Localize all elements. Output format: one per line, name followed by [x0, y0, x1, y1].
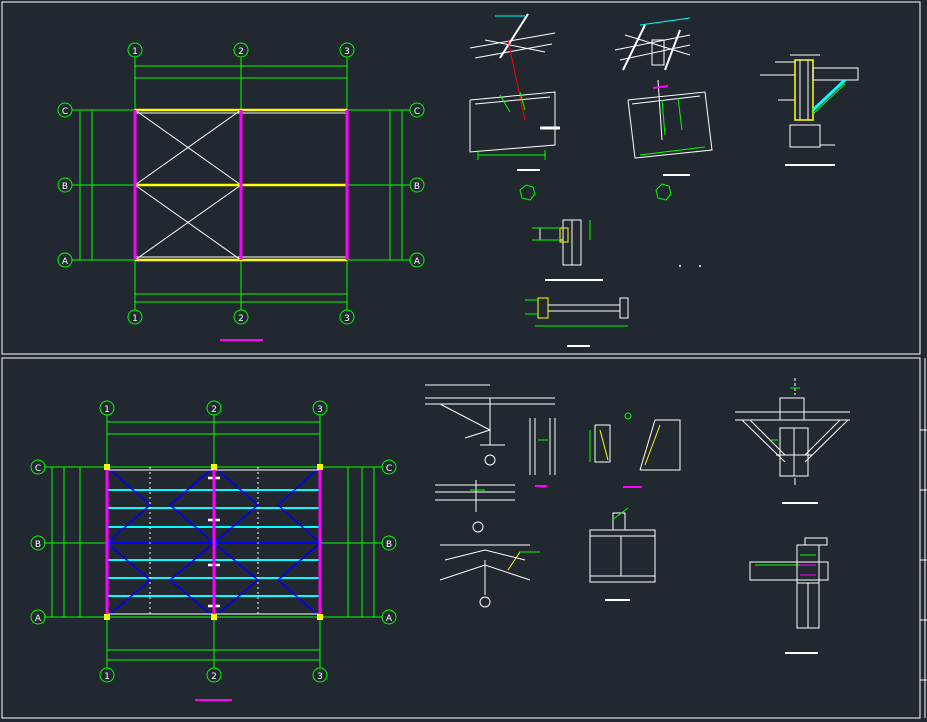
axis-bubble-top-2: 2 [206, 400, 222, 416]
axis-label: B [414, 182, 420, 192]
axis-label: 3 [344, 314, 350, 324]
axis-label: B [386, 540, 392, 550]
top-plan-axis-bubbles: 1 2 3 1 2 3 C B [57, 42, 425, 325]
detail-stiffener [589, 412, 681, 488]
detail-eave-gutter [425, 384, 556, 487]
axis-bubble-right-b: B [409, 177, 425, 193]
axis-label: C [386, 464, 392, 474]
axis-bubble-left-a: A [30, 609, 46, 625]
axis-bubble-bottom-1: 1 [127, 309, 143, 325]
axis-bubble-right-a: A [409, 252, 425, 268]
axis-bubble-bottom-1: 1 [99, 667, 115, 683]
axis-bubble-bottom-3: 3 [339, 309, 355, 325]
axis-label: 1 [104, 672, 110, 682]
top-framing-plan [72, 58, 410, 341]
detail-tie-rod [525, 297, 629, 347]
axis-bubble-top-1: 1 [99, 400, 115, 416]
axis-label: A [386, 614, 393, 624]
axis-label: 2 [211, 405, 217, 415]
axis-label: 2 [238, 314, 244, 324]
top-connection-details [469, 13, 859, 347]
axis-bubble-left-a: A [57, 252, 73, 268]
axis-label: A [414, 257, 421, 267]
axis-label: 1 [104, 405, 110, 415]
detail-haunch-knee-brace [735, 378, 850, 504]
axis-label: B [35, 540, 41, 550]
detail-beam-column-joint [532, 219, 603, 281]
axis-label: 1 [132, 314, 138, 324]
detail-purlin-connection-2 [614, 17, 713, 201]
axis-bubble-right-c: C [381, 459, 397, 475]
axis-label: C [35, 464, 41, 474]
axis-label: A [62, 257, 69, 267]
axis-label: 3 [317, 672, 323, 682]
axis-label: 3 [317, 405, 323, 415]
axis-label: C [62, 107, 68, 117]
axis-label: 3 [344, 47, 350, 57]
axis-bubble-bottom-2: 2 [233, 309, 249, 325]
bottom-roof-plan [44, 414, 382, 701]
detail-purlin-connection-1 [469, 13, 560, 201]
detail-column-base-brace [760, 54, 859, 166]
axis-bubble-right-c: C [409, 102, 425, 118]
bottom-plan-axis-bubbles: 1 2 3 1 2 3 C B [30, 400, 397, 683]
axis-label: 2 [238, 47, 244, 57]
axis-bubble-left-c: C [30, 459, 46, 475]
axis-bubble-top-2: 2 [233, 42, 249, 58]
detail-beam-splice-plate [749, 537, 829, 654]
bottom-connection-details [425, 378, 850, 654]
axis-bubble-right-b: B [381, 535, 397, 551]
axis-bubble-bottom-3: 3 [312, 667, 328, 683]
axis-bubble-top-1: 1 [127, 42, 143, 58]
axis-bubble-left-c: C [57, 102, 73, 118]
axis-bubble-top-3: 3 [312, 400, 328, 416]
axis-bubble-left-b: B [30, 535, 46, 551]
detail-ridge [439, 544, 540, 608]
axis-label: 2 [211, 672, 217, 682]
axis-label: A [35, 614, 42, 624]
axis-bubble-top-3: 3 [339, 42, 355, 58]
axis-label: 1 [132, 47, 138, 57]
axis-bubble-left-b: B [57, 177, 73, 193]
axis-label: C [414, 107, 420, 117]
detail-purlin-splice [435, 480, 515, 533]
axis-bubble-bottom-2: 2 [206, 667, 222, 683]
axis-bubble-right-a: A [381, 609, 397, 625]
detail-beam-end [589, 507, 656, 601]
axis-label: B [62, 182, 68, 192]
